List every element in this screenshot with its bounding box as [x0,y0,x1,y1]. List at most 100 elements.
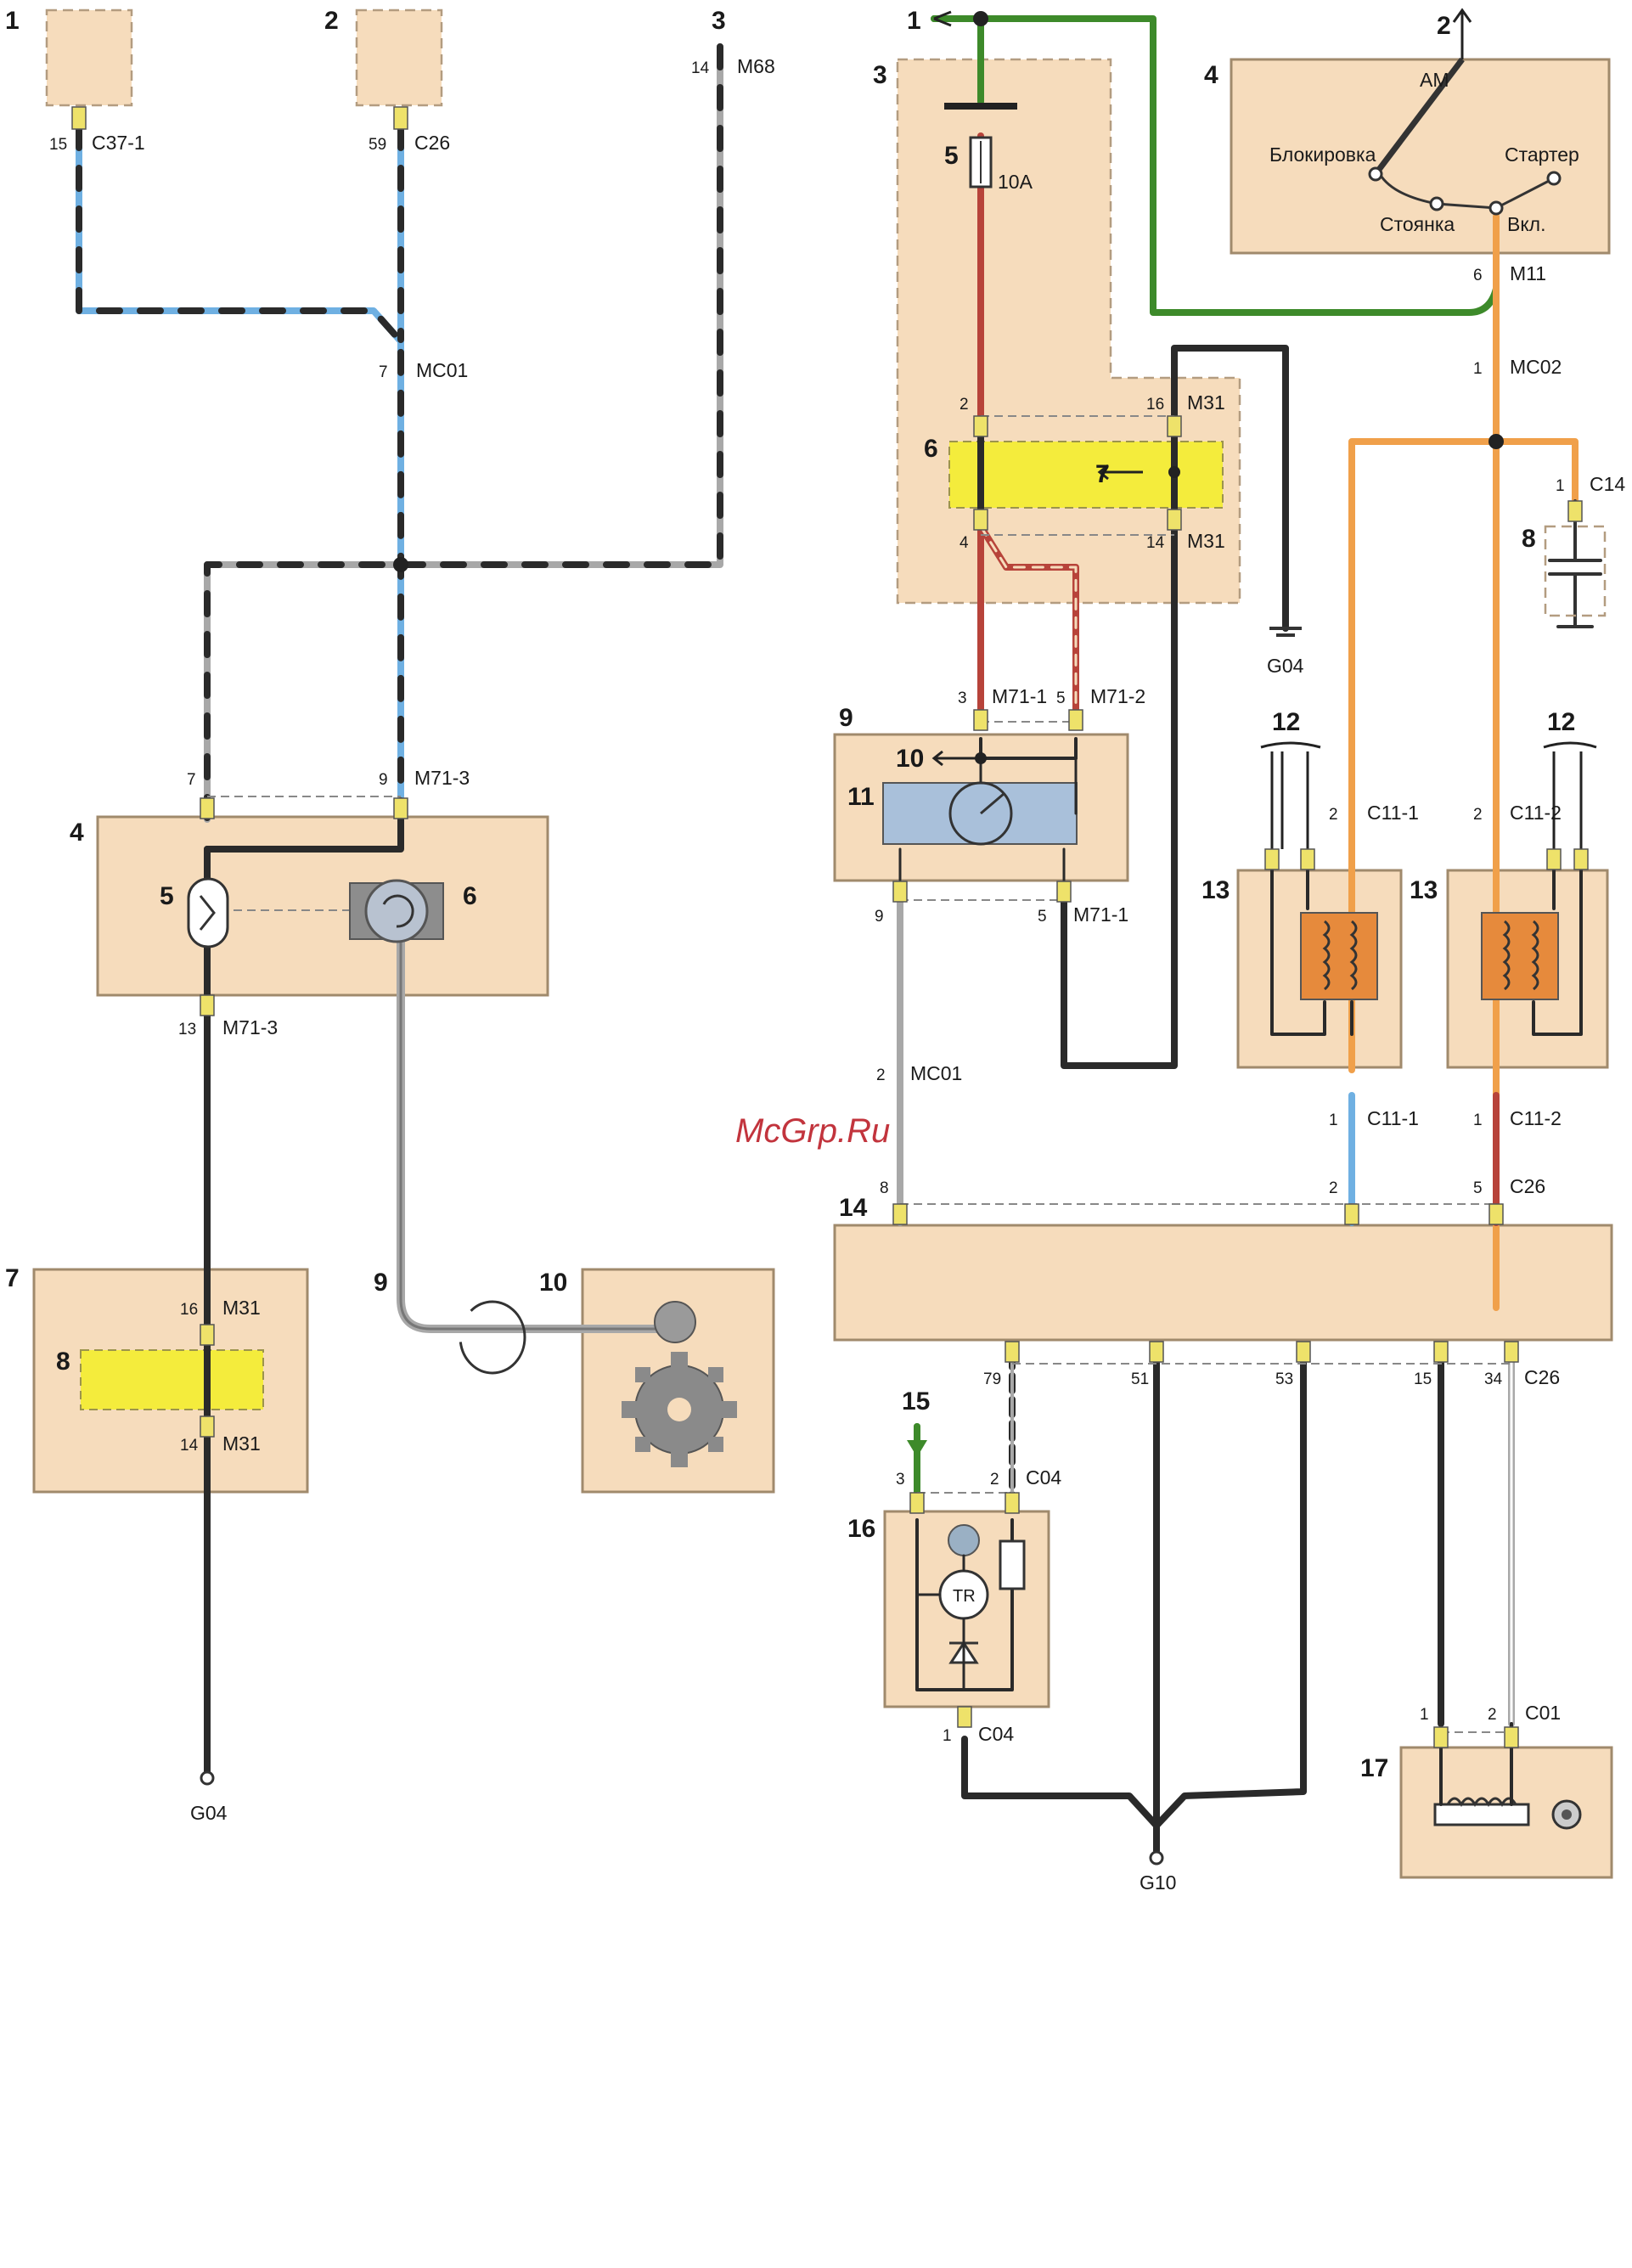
ignition-label-lock: Блокировка [1269,144,1376,166]
right-comp-num-17: 17 [1360,1754,1388,1782]
right-junction-orange [1488,434,1504,449]
right-comp-num-12-right: 12 [1547,708,1575,736]
right-bracket-12-right [1543,741,1597,749]
right-m11-pin: 6 [1473,267,1483,284]
right-comp-num-11: 11 [847,783,875,811]
gear-icon [622,1301,737,1467]
left-comp-num-3: 3 [712,7,726,35]
right-comp-num-10: 10 [896,745,924,773]
right-c04-pin-2: 2 [990,1471,999,1489]
left-comp-num-10: 10 [539,1269,567,1297]
right-wire-black-m71-1 [1061,521,1178,1069]
right-c26-bottom-pin-51: 51 [1131,1370,1149,1388]
ignition-contact-starter [1546,171,1562,186]
component-16-circuit [915,1518,1026,1691]
right-c26-bottom-name: C26 [1524,1366,1560,1388]
right-arrow-15-head [907,1440,927,1457]
right-mc02-name: MC02 [1510,356,1562,378]
speedometer-rotation-arrow [382,894,414,928]
right-fuse-rating: 10A [998,171,1033,193]
right-ground-g04-symbol [1269,627,1302,637]
right-c26-top-pin-5: 5 [1473,1179,1483,1197]
ignition-label-park: Стоянка [1380,213,1455,235]
watermark: McGrp.Ru [735,1112,890,1150]
right-m31-16-pin: 16 [1146,396,1164,414]
left-wire-gray-m68-stripe [204,43,723,823]
right-arrow-battery [933,10,952,27]
left-m31-pin16: 16 [180,1301,198,1319]
right-wire-orange-c11-1 [1348,438,1500,844]
left-comp-num-6: 6 [463,882,477,910]
left-component-1-box [45,8,133,107]
right-comp-num-4: 4 [1204,61,1218,89]
rotation-arrow-icon [459,1300,526,1375]
left-m68-name: M68 [737,55,775,77]
speedometer-switch-symbol [187,877,229,948]
right-c26-bottom-pin-53: 53 [1275,1370,1293,1388]
right-c11-2-top-name: C11-2 [1510,802,1562,824]
left-wire-gray-m68 [204,43,723,823]
right-m71-2-top-pin: 5 [1056,689,1066,707]
left-wire-blue-c37 [76,124,404,823]
left-comp-num-7: 7 [5,1264,20,1292]
capacitor-box [1544,525,1607,617]
right-c04-pin-3: 3 [896,1471,905,1489]
right-comp-num-3: 3 [873,61,887,89]
right-comp-num-9: 9 [839,704,853,732]
ignition-switch-lever [1373,57,1465,177]
ignition-contact-park [1429,196,1444,211]
right-pin-4: 4 [960,534,969,552]
right-module-6 [948,441,1224,509]
right-comp-num-13-left: 13 [1201,876,1230,904]
right-comp-num-16: 16 [847,1515,875,1543]
right-arrow-am [1452,8,1472,59]
speedometer-sensor-dial [364,879,429,943]
left-m71-3-pin9: 9 [379,771,388,789]
right-c26-top-pin-2: 2 [1329,1179,1338,1197]
ignition-coil-right [1481,869,1583,1036]
right-transistor-label: TR [953,1587,976,1606]
right-mc01-name: MC01 [910,1062,962,1084]
speedometer-switch-contact [199,895,216,931]
right-c11-2-bottom-name: C11-2 [1510,1107,1562,1129]
left-comp-num-1: 1 [5,7,20,35]
left-c26-name: C26 [414,132,450,154]
right-c11-2-top-pin: 2 [1473,806,1483,824]
right-connector-lines [900,415,1511,1733]
right-wire-orange-c14 [1493,438,1579,504]
right-c11-1-top-pin: 2 [1329,806,1338,824]
right-mc02-pin: 1 [1473,360,1483,378]
right-c11-2-bottom-pin: 1 [1473,1111,1483,1129]
right-c11-1-bottom-pin: 1 [1329,1111,1338,1129]
left-component-2-box [355,8,443,107]
left-ground-g04-label: G04 [190,1802,228,1824]
right-ground-g04-label: G04 [1267,655,1304,677]
right-comp-num-2: 2 [1437,12,1451,40]
left-comp-num-2: 2 [324,7,339,35]
left-m68-pin: 14 [691,59,710,77]
right-wire-red-m71-2-stripe [979,525,1078,713]
left-comp-num-9: 9 [374,1269,388,1297]
left-comp-num-8: 8 [56,1348,70,1376]
right-c26-bottom-pin-34: 34 [1484,1370,1503,1388]
right-junction-battery [973,11,988,26]
right-arrow-7 [1097,464,1143,481]
right-c01-pin-2: 2 [1488,1706,1497,1724]
right-m71-2-top-name: M71-2 [1090,685,1145,707]
left-comp-num-4: 4 [70,819,84,847]
left-m71-3-bottom-name: M71-3 [222,1016,278,1038]
right-bracket-12-left [1260,741,1321,749]
right-c04-top-name: C04 [1026,1466,1061,1489]
left-m31-top-name: M31 [222,1297,261,1319]
left-comp-num-5: 5 [160,882,174,910]
left-m71-3-pin7: 7 [187,771,196,789]
right-comp-num-5: 5 [944,142,959,170]
left-m31-bottom-name: M31 [222,1432,261,1455]
left-component-8-module [80,1349,264,1410]
left-c37-1-pin: 15 [49,136,67,154]
left-terminals [71,106,408,1438]
right-m11-name: M11 [1510,262,1546,284]
right-m71-1-top-pin: 3 [958,689,967,707]
right-m31-14-name: M31 [1187,530,1225,552]
